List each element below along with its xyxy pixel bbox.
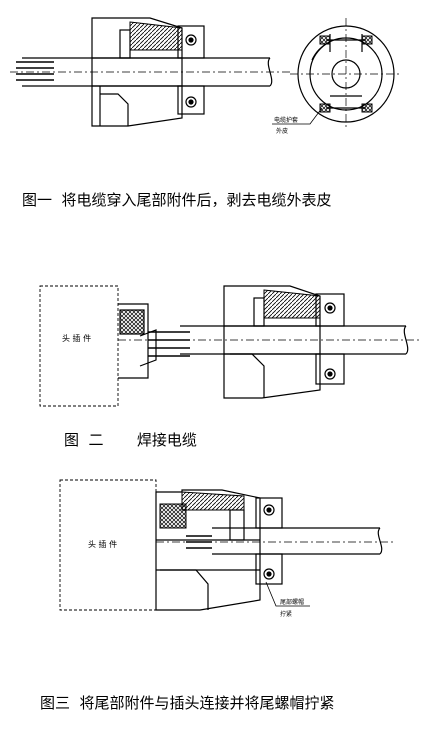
fig1-clamp: [177, 25, 205, 115]
figure-3-caption: 图三 将尾部附件与插头连接并将尾螺帽拧紧: [40, 694, 335, 712]
figure-1-caption: 图一 将电缆穿入尾部附件后，剥去电缆外表皮: [22, 191, 332, 209]
fig1-end-clamp-blocks: [319, 35, 373, 113]
fig2-plug-label: 头 插 件: [62, 333, 91, 343]
fig3-callout-line-1: 尾部螺帽: [280, 598, 304, 606]
figure-3-drawing: 头 插 件 尾部螺帽 拧紧: [59, 479, 396, 618]
fig1-leader-line: [272, 107, 323, 125]
fig3-cable: [212, 527, 383, 555]
fig1-accessory-body: [91, 17, 183, 127]
fig2-connector-head: [118, 303, 157, 379]
fig2-clamp: [315, 293, 345, 385]
fig2-accessory-body: [223, 285, 321, 399]
fig1-wires: [16, 61, 54, 81]
fig2-plug-box: [39, 285, 119, 407]
fig2-hatch-top: [263, 289, 321, 319]
fig3-plug-label: 头 插 件: [88, 539, 117, 549]
figure-2-caption: 图 二 焊接电缆: [64, 431, 197, 449]
fig1-callout-line-2: 外皮: [276, 127, 288, 135]
fig1-callout-line-1: 电缆护套: [274, 116, 298, 124]
fig3-leader-line: [265, 581, 310, 607]
figure-1-drawing: 电缆护套 外皮: [10, 17, 402, 135]
fig3-clamp: [255, 497, 283, 585]
fig3-callout-line-2: 拧紧: [280, 610, 292, 618]
figure-2-drawing: 头 插 件: [39, 285, 420, 407]
fig3-hatch-top: [181, 491, 245, 511]
fig2-solder-wires: [148, 331, 190, 357]
fig1-hatch-top: [129, 21, 183, 51]
